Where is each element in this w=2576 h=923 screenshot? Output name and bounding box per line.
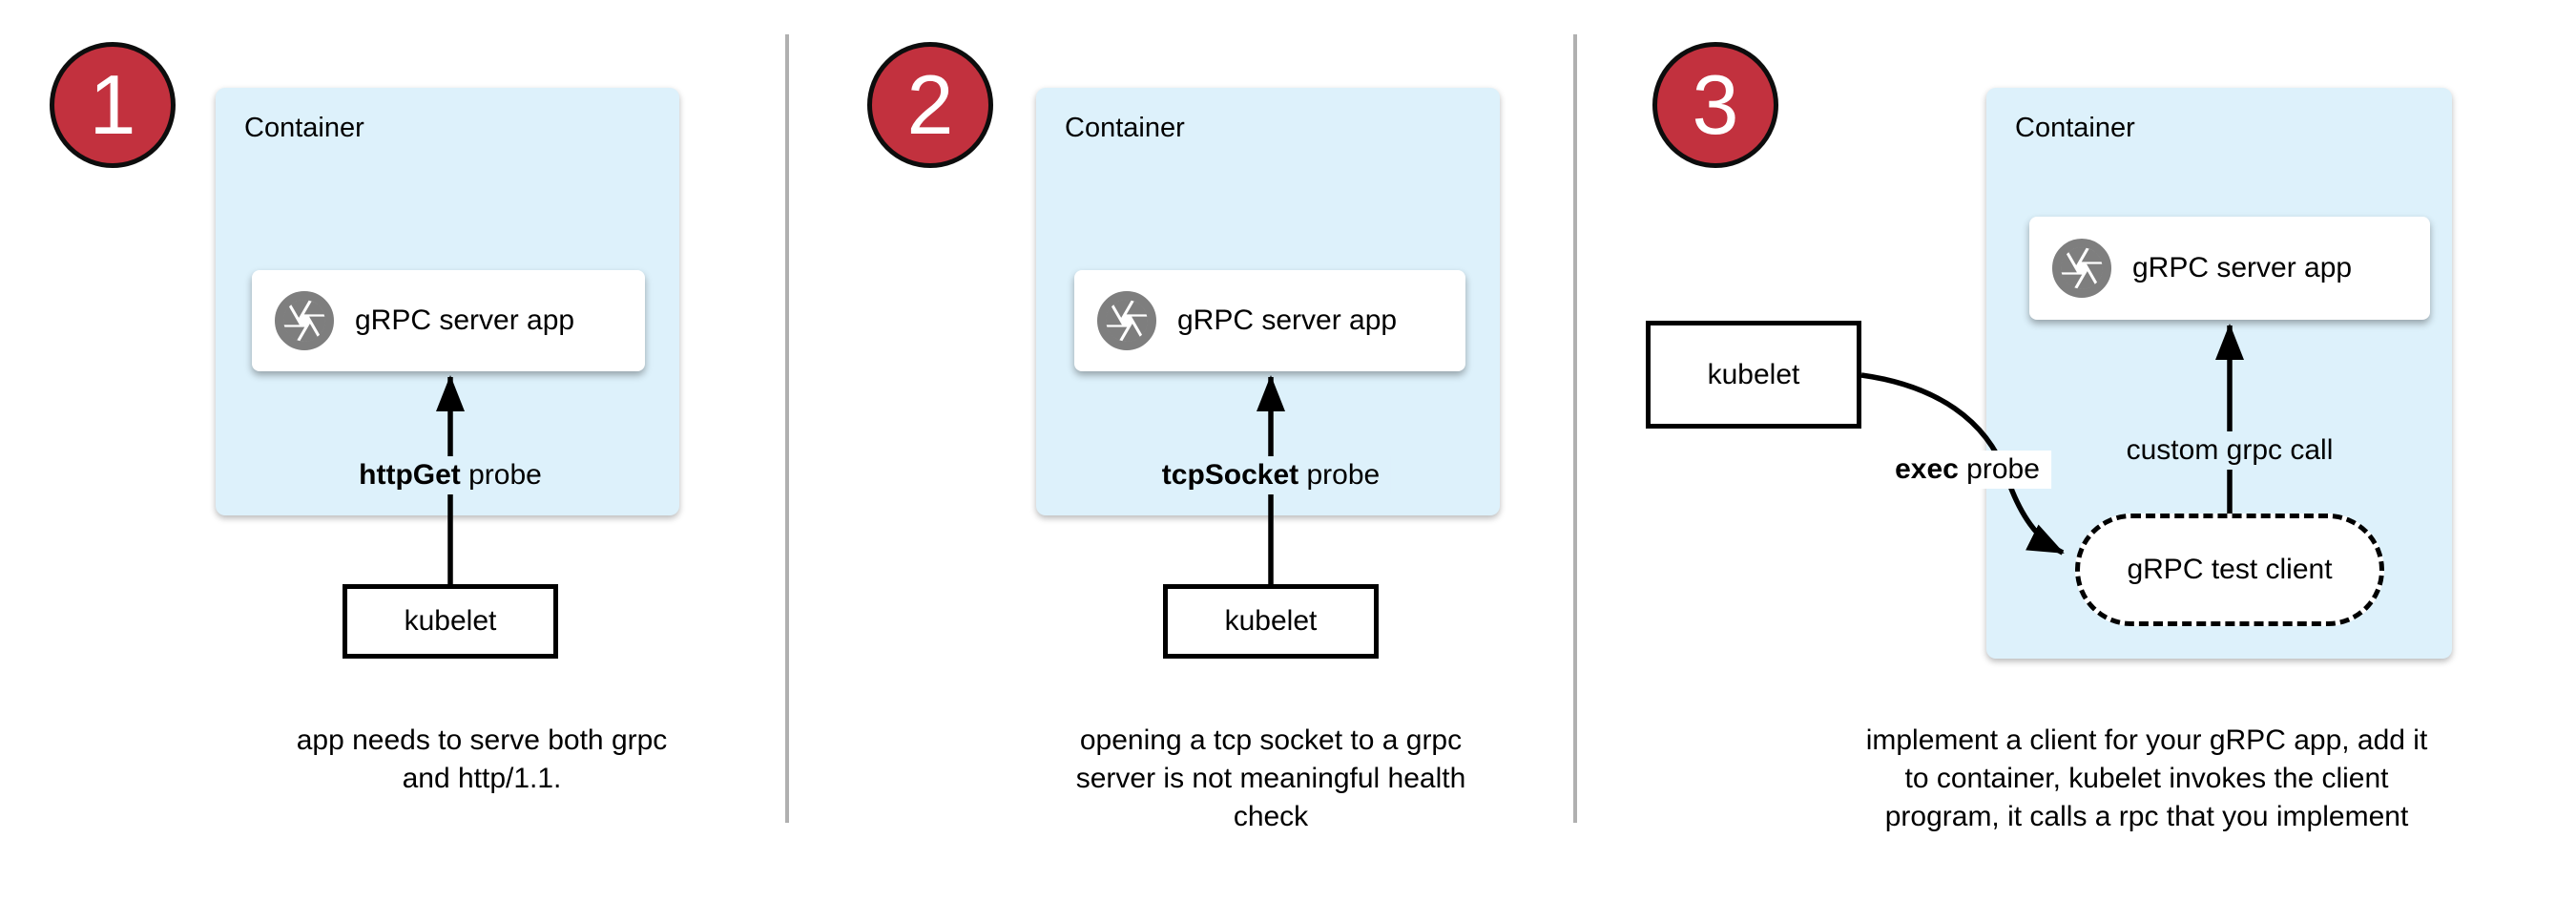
caption-line: implement a client for your gRPC app, ad…: [1865, 724, 2428, 756]
probe-word: probe: [1298, 459, 1381, 491]
grpc-server-app-box-3: gRPC server app: [2029, 217, 2430, 320]
grpc-server-app-box-1: gRPC server app: [252, 270, 645, 371]
grpc-server-app-label: gRPC server app: [355, 304, 575, 336]
step-number: 1: [89, 57, 136, 152]
aperture-icon: [1097, 291, 1156, 350]
probe-type: httpGet: [359, 459, 461, 491]
aperture-icon: [275, 291, 334, 350]
probe-type: tcpSocket: [1161, 459, 1299, 491]
caption-line: to container, kubelet invokes the client: [1904, 763, 2389, 794]
kubelet-box-1: kubelet: [343, 584, 558, 659]
kubelet-label: kubelet: [404, 605, 497, 637]
kubelet-label: kubelet: [1707, 358, 1800, 390]
caption-3: implement a client for your gRPC app, ad…: [1866, 722, 2428, 836]
caption-2: opening a tcp socket to a grpc server is…: [1076, 722, 1466, 836]
custom-grpc-call-label: custom grpc call: [2114, 431, 2345, 470]
kubelet-box-3: kubelet: [1646, 321, 1861, 429]
kubelet-label: kubelet: [1224, 605, 1318, 637]
panel-divider-2: [1573, 34, 1577, 823]
caption-line: check: [1233, 801, 1309, 832]
caption-1: app needs to serve both grpc and http/1.…: [297, 722, 668, 798]
container-label: Container: [244, 113, 364, 143]
container-label: Container: [2015, 113, 2135, 143]
caption-line: program, it calls a rpc that you impleme…: [1884, 801, 2409, 832]
step-number: 2: [906, 57, 954, 152]
grpc-server-app-label: gRPC server app: [1177, 304, 1398, 336]
aperture-icon: [2052, 239, 2111, 298]
step-badge-2: 2: [867, 42, 993, 168]
caption-line: app needs to serve both grpc: [296, 724, 668, 756]
grpc-test-client-label: gRPC test client: [2127, 554, 2333, 585]
probe-label-3: exec probe: [1883, 451, 2051, 489]
probe-type: exec: [1895, 453, 1959, 485]
caption-line: and http/1.1.: [402, 763, 562, 794]
probe-word: probe: [460, 459, 542, 491]
caption-line: server is not meaningful health: [1075, 763, 1466, 794]
step-badge-3: 3: [1652, 42, 1778, 168]
grpc-server-app-box-2: gRPC server app: [1074, 270, 1465, 371]
step-badge-1: 1: [50, 42, 176, 168]
caption-line: opening a tcp socket to a grpc: [1079, 724, 1463, 756]
container-label: Container: [1065, 113, 1185, 143]
grpc-test-client-box: gRPC test client: [2075, 514, 2384, 626]
probe-label-2: tcpSocket probe: [1150, 456, 1392, 494]
probe-word: probe: [1958, 453, 2040, 485]
kubelet-box-2: kubelet: [1163, 584, 1379, 659]
step-number: 3: [1692, 57, 1739, 152]
grpc-server-app-label: gRPC server app: [2132, 252, 2353, 283]
probe-label-1: httpGet probe: [347, 456, 553, 494]
panel-divider-1: [785, 34, 789, 823]
